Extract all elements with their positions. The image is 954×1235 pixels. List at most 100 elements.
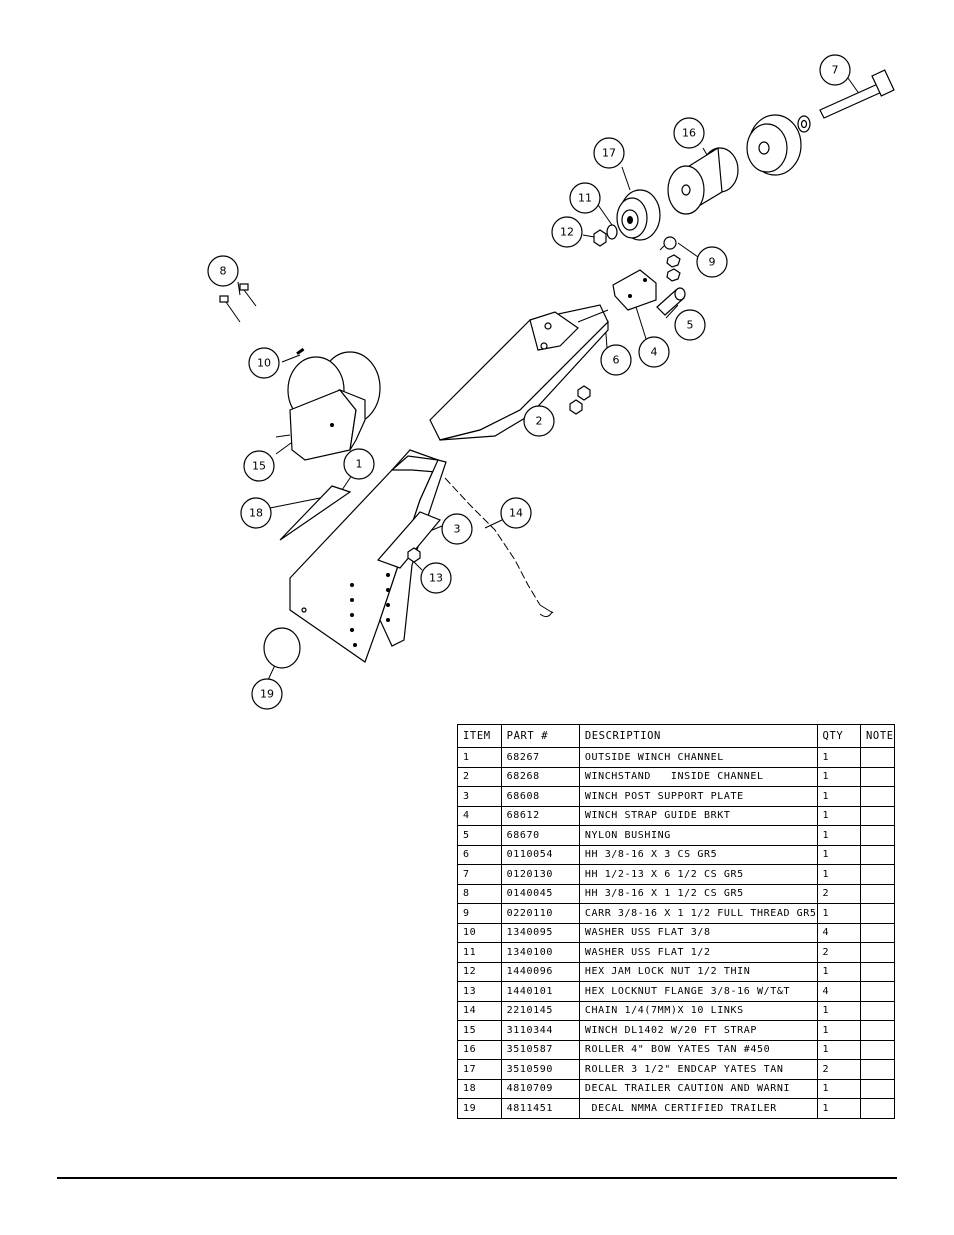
cell-qty: 1 — [816, 844, 862, 865]
callout-17: 17 — [593, 137, 625, 169]
cell-item: 5 — [457, 825, 502, 846]
washer-10 — [296, 347, 305, 355]
cell-qty: 1 — [816, 864, 862, 885]
cell-description: WINCH STRAP GUIDE BRKT — [578, 805, 818, 826]
callout-12: 12 — [551, 216, 583, 248]
inside-channel-2 — [429, 304, 609, 441]
cell-part-number: 1340100 — [500, 942, 580, 963]
cell-description: HH 3/8-16 X 1 1/2 CS GR5 — [578, 883, 818, 904]
svg-text:15: 15 — [252, 460, 266, 473]
svg-text:17: 17 — [602, 147, 616, 160]
cell-description: WASHER USS FLAT 3/8 — [578, 922, 818, 943]
svg-text:1: 1 — [356, 458, 363, 471]
cell-qty: 1 — [816, 1078, 862, 1099]
cell-part-number: 4810709 — [500, 1078, 580, 1099]
cell-description: HEX LOCKNUT FLANGE 3/8-16 W/T&T — [578, 981, 818, 1002]
cell-item: 12 — [457, 961, 502, 982]
cell-description: WINCHSTAND INSIDE CHANNEL — [578, 766, 818, 787]
cell-item: 19 — [457, 1098, 502, 1119]
callout-10: 10 — [248, 347, 280, 379]
cell-description: OUTSIDE WINCH CHANNEL — [578, 747, 818, 768]
cell-note — [860, 805, 895, 826]
cell-item: 6 — [457, 844, 502, 865]
bolt-7 — [819, 69, 895, 119]
svg-text:13: 13 — [429, 572, 443, 585]
cell-part-number: 0220110 — [500, 903, 580, 924]
svg-text:12: 12 — [560, 226, 574, 239]
callout-14: 14 — [500, 497, 532, 529]
callout-18: 18 — [240, 497, 272, 529]
cell-part-number: 0110054 — [500, 844, 580, 865]
cell-part-number: 68267 — [500, 747, 580, 768]
cell-description: ROLLER 3 1/2" ENDCAP YATES TAN — [578, 1059, 818, 1080]
cell-qty: 2 — [816, 942, 862, 963]
cell-note — [860, 981, 895, 1002]
cell-note — [860, 1000, 895, 1021]
cell-item: 17 — [457, 1059, 502, 1080]
cell-part-number: 3110344 — [500, 1020, 580, 1041]
cell-note — [860, 766, 895, 787]
callout-2: 2 — [523, 405, 555, 437]
cell-note — [860, 903, 895, 924]
svg-text:8: 8 — [220, 265, 227, 278]
cell-item: 4 — [457, 805, 502, 826]
cell-description: DECAL NMMA CERTIFIED TRAILER — [578, 1098, 818, 1119]
cell-description: DECAL TRAILER CAUTION AND WARNI — [578, 1078, 818, 1099]
cell-item: 8 — [457, 883, 502, 904]
strap-guide-bracket-4 — [612, 269, 657, 311]
washer-11 — [606, 224, 618, 240]
cell-description: CHAIN 1/4(7MM)X 10 LINKS — [578, 1000, 818, 1021]
svg-text:5: 5 — [687, 319, 694, 332]
cell-part-number: 2210145 — [500, 1000, 580, 1021]
footer-rule — [57, 1177, 897, 1179]
chain-14 — [444, 477, 554, 618]
header-part-number: PART # — [500, 724, 580, 748]
svg-text:3: 3 — [454, 523, 461, 536]
cell-part-number: 0140045 — [500, 883, 580, 904]
cell-description: HH 3/8-16 X 3 CS GR5 — [578, 844, 818, 865]
nut-12 — [593, 229, 607, 247]
support-plate-3 — [376, 511, 441, 569]
cell-item: 16 — [457, 1039, 502, 1060]
callout-19: 19 — [251, 678, 283, 710]
callout-5: 5 — [674, 309, 706, 341]
exploded-parts-diagram: 7 16 17 11 12 9 8 5 4 6 10 2 15 1 18 14 … — [207, 54, 895, 710]
header-item: ITEM — [457, 724, 502, 748]
cell-description: HH 1/2-13 X 6 1/2 CS GR5 — [578, 864, 818, 885]
callout-7: 7 — [819, 54, 851, 86]
cell-part-number: 68608 — [500, 786, 580, 807]
roller-bow-16 — [667, 146, 739, 215]
cell-description: HEX JAM LOCK NUT 1/2 THIN — [578, 961, 818, 982]
cell-description: WINCH DL1402 W/20 FT STRAP — [578, 1020, 818, 1041]
cell-part-number: 68268 — [500, 766, 580, 787]
cell-note — [860, 1020, 895, 1041]
cell-note — [860, 1059, 895, 1080]
cell-part-number: 68670 — [500, 825, 580, 846]
cell-qty: 1 — [816, 825, 862, 846]
svg-text:2: 2 — [536, 415, 543, 428]
svg-text:9: 9 — [709, 256, 716, 269]
cell-note — [860, 942, 895, 963]
roller-endcap-right — [746, 114, 802, 176]
cell-qty: 1 — [816, 1000, 862, 1021]
svg-text:19: 19 — [260, 688, 274, 701]
cell-note — [860, 844, 895, 865]
callout-16: 16 — [673, 117, 705, 149]
cell-item: 7 — [457, 864, 502, 885]
cell-qty: 1 — [816, 1039, 862, 1060]
cell-note — [860, 1039, 895, 1060]
cell-note — [860, 1098, 895, 1119]
cell-qty: 1 — [816, 747, 862, 768]
decal-19 — [263, 627, 301, 669]
svg-text:11: 11 — [578, 192, 592, 205]
